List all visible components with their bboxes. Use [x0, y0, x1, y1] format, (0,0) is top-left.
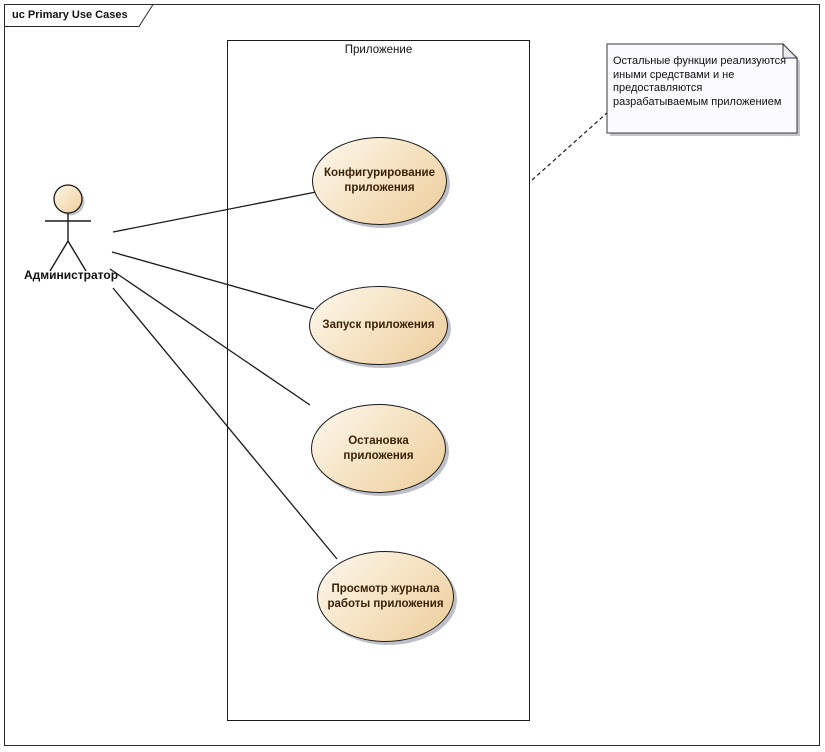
- actor-figure[interactable]: [45, 184, 91, 272]
- association-stop: [109, 268, 311, 406]
- usecase-stop-app[interactable]: Остановка приложения: [311, 404, 446, 493]
- frame-tab: [4, 4, 154, 27]
- diagram-frame-border: [4, 4, 820, 746]
- usecase-label: Просмотр журнала работы приложения: [327, 582, 444, 610]
- association-configure: [112, 191, 317, 233]
- association-viewlog: [112, 287, 338, 560]
- usecase-label: Остановка приложения: [343, 434, 414, 462]
- note-fold-corner: [782, 42, 799, 59]
- association-start: [111, 251, 315, 310]
- note-link-line: [530, 111, 609, 182]
- actor-body: [45, 213, 91, 272]
- note-shape[interactable]: [606, 42, 800, 136]
- association-lines: [109, 191, 338, 560]
- note-text: Остальные функции реализуются иными сред…: [613, 55, 787, 108]
- usecase-label: Запуск приложения: [322, 319, 435, 331]
- usecase-start-app[interactable]: Запуск приложения: [309, 286, 448, 365]
- actor-head: [53, 184, 83, 214]
- usecase-label: Конфигурирование приложения: [323, 167, 436, 194]
- usecase-configure-app[interactable]: Конфигурирование приложения: [312, 137, 447, 225]
- system-boundary-label: Приложение: [344, 44, 413, 56]
- actor-label: Администратор: [23, 268, 119, 282]
- frame-tab-label: uc Primary Use Cases: [12, 9, 128, 21]
- usecase-view-log[interactable]: Просмотр журнала работы приложения: [317, 551, 454, 642]
- note-body: [606, 43, 798, 134]
